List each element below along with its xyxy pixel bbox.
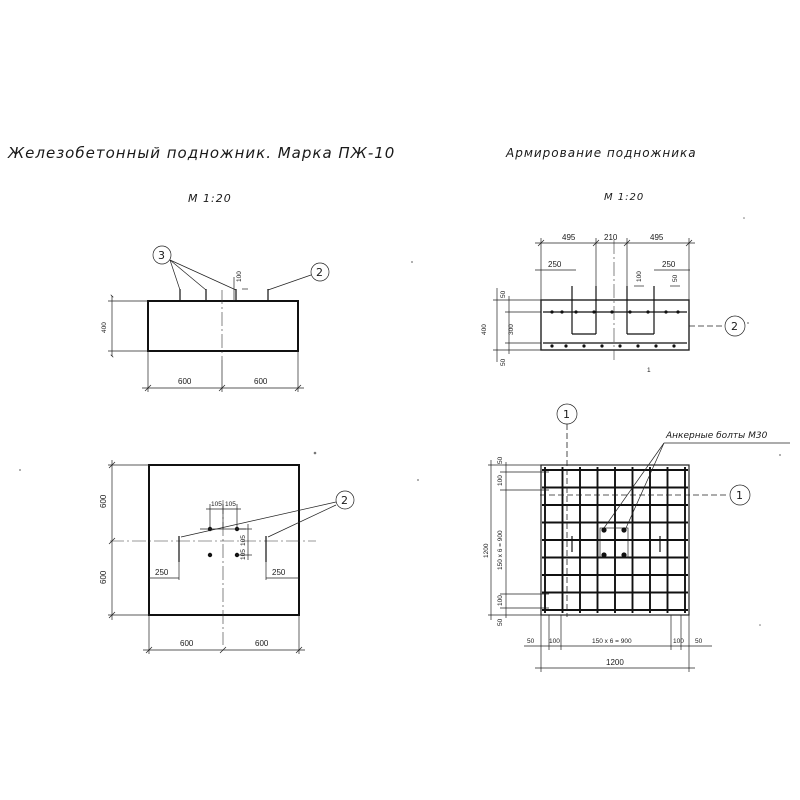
dim-250-right-label: 250	[272, 568, 286, 577]
reinforcement-mesh	[542, 467, 688, 613]
dim-150x6-v-label: 150 х 6 = 900	[497, 530, 504, 570]
callout-2-label: 2	[316, 266, 323, 279]
plan-callout-1-top-label: 1	[563, 408, 570, 421]
dim-495-left-label: 495	[562, 233, 576, 242]
footing-plan-outline	[148, 464, 300, 616]
right-section-view: 495 210 495 250 250 100 50 50 300 400 50…	[481, 233, 746, 374]
dim-105-v1-label: 105	[240, 535, 247, 546]
dim-50-h-right-label: 50	[695, 638, 703, 645]
dim-100-label: 100	[636, 271, 643, 282]
dim-50-top-label: 50	[500, 290, 507, 298]
left-drawing-title: Железобетонный подножник. Марка ПЖ-10	[8, 144, 396, 162]
anchor-bolts-label: Анкерные болты М30	[665, 431, 768, 441]
bottom-mesh-dots	[550, 344, 676, 348]
dim-250-left-label: 250	[155, 568, 169, 577]
left-plan-view: 105 105 105 105 2 250 250 600 600	[99, 460, 355, 654]
dim-100-h-right-label: 100	[673, 638, 684, 645]
plan-callout-1-right-label: 1	[736, 489, 743, 502]
dim-50-bottom-label: 50	[500, 358, 507, 366]
dim-105-left-label: 105	[211, 501, 222, 508]
dim-600-top-label: 600	[99, 494, 108, 508]
left-drawing-scale: М 1:20	[188, 192, 232, 205]
right-plan-view: 1 1 Анкерные болты М30 50 100 150 х 6 = …	[483, 403, 790, 672]
dim-105-right-label: 105	[225, 501, 236, 508]
dim-100-label: 100	[236, 271, 243, 282]
section-mark-1: 1	[647, 367, 651, 374]
section-outline	[540, 299, 690, 351]
callout-3-circle	[152, 245, 172, 265]
protruding-bars	[179, 289, 269, 301]
dim-150x6-h-label: 150 х 6 = 900	[592, 638, 632, 645]
section-callout-2-circle	[724, 315, 746, 337]
anchor-bolt-frame	[599, 527, 629, 559]
dim-400-label: 400	[481, 324, 488, 335]
anchor-bolt-points	[207, 526, 240, 558]
callout-3-label: 3	[158, 249, 165, 262]
dim-50-h-left-label: 50	[527, 638, 535, 645]
anchor-bolts	[601, 527, 627, 558]
scan-specks	[19, 217, 781, 626]
dim-100-h-left-label: 100	[549, 638, 560, 645]
dim-250-left-label: 250	[548, 260, 562, 269]
top-mesh-dots	[550, 310, 680, 314]
dim-50-v-bot-label: 50	[497, 618, 504, 626]
section-callout-2-label: 2	[731, 320, 738, 333]
dim-600-br-label: 600	[255, 639, 269, 648]
left-elevation-view: 3 2 100 400 600 600	[101, 245, 330, 392]
mesh-plan-outline	[540, 464, 690, 616]
plan-callout-2-label: 2	[341, 494, 348, 507]
dim-300-label: 300	[508, 324, 515, 335]
dim-600-bottom-label: 600	[99, 570, 108, 584]
plan-callout-1-right-circle	[729, 484, 751, 506]
dim-495-right-label: 495	[650, 233, 664, 242]
dim-105-v2-label: 105	[240, 549, 247, 560]
right-drawing-scale: М 1:20	[604, 192, 645, 203]
dim-100-v-top-label: 100	[497, 475, 504, 486]
plan-callout-2-circle	[335, 490, 355, 510]
dim-1200-h-label: 1200	[606, 658, 624, 667]
dim-50-small-label: 50	[672, 274, 679, 282]
dim-1200-v-label: 1200	[483, 543, 490, 558]
dim-50-v-top-label: 50	[497, 456, 504, 464]
callout-2-circle	[310, 262, 330, 282]
dim-400-label: 400	[101, 322, 108, 333]
dim-250-right-label: 250	[662, 260, 676, 269]
footing-elevation-outline	[147, 300, 299, 352]
section-vertical-bars	[571, 286, 655, 335]
right-drawing-title: Армирование подножника	[506, 146, 697, 160]
dim-100-v-bot-label: 100	[497, 595, 504, 606]
dim-600-left-label: 600	[178, 377, 192, 386]
dim-600-bl-label: 600	[180, 639, 194, 648]
dim-600-right-label: 600	[254, 377, 268, 386]
dim-210-label: 210	[604, 233, 618, 242]
